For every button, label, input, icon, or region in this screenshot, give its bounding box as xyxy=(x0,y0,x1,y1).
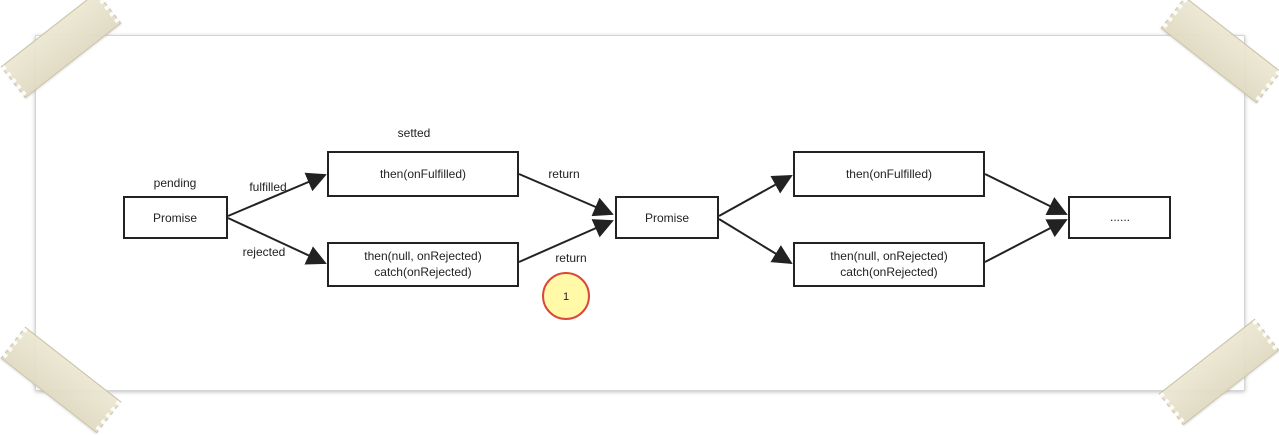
ellipsis-label: ...... xyxy=(1110,210,1130,224)
edge-fulfilled-return xyxy=(518,173,614,217)
pending-label: pending xyxy=(154,176,197,190)
edge-promise2-to-rejected xyxy=(718,218,793,265)
node-promise xyxy=(123,196,228,239)
edge-promise-to-fulfilled xyxy=(227,172,327,217)
return-bottom-label: return xyxy=(555,251,586,265)
fulfilled-label: fulfilled xyxy=(249,180,286,194)
return-top-label: return xyxy=(548,167,579,181)
node-promise-2 xyxy=(615,196,719,239)
node-then-onrejected-2 xyxy=(793,242,985,287)
node-ellipsis xyxy=(1068,196,1171,239)
node-then-onrejected xyxy=(327,242,519,287)
then-onrejected-label: then(null, onRejected) xyxy=(364,249,481,263)
then-onfulfilled-2-label: then(onFulfilled) xyxy=(846,167,932,181)
promise-2-label: Promise xyxy=(645,211,689,225)
catch-onrejected-2-label: catch(onRejected) xyxy=(840,265,937,279)
edge-rejected-return xyxy=(518,219,614,263)
catch-onrejected-label: catch(onRejected) xyxy=(374,265,471,279)
step-marker: 1 xyxy=(542,272,590,320)
promise-flow-diagram: Promise then(onFulfilled) then(null, onR… xyxy=(123,126,1171,320)
setted-label: setted xyxy=(398,126,431,140)
step-marker-number: 1 xyxy=(563,291,569,303)
then-onrejected-2-label: then(null, onRejected) xyxy=(830,249,947,263)
node-then-onfulfilled-2 xyxy=(793,151,985,197)
edge-promise2-to-fulfilled xyxy=(718,175,793,217)
promise-label: Promise xyxy=(153,211,197,225)
edge-fulfilled2-to-next xyxy=(984,173,1068,215)
node-then-onfulfilled xyxy=(327,151,519,197)
edge-promise-to-rejected xyxy=(227,217,327,265)
rejected-label: rejected xyxy=(243,245,286,259)
then-onfulfilled-label: then(onFulfilled) xyxy=(380,167,466,181)
step-marker-circle xyxy=(542,272,590,320)
edge-rejected2-to-next xyxy=(984,219,1068,263)
